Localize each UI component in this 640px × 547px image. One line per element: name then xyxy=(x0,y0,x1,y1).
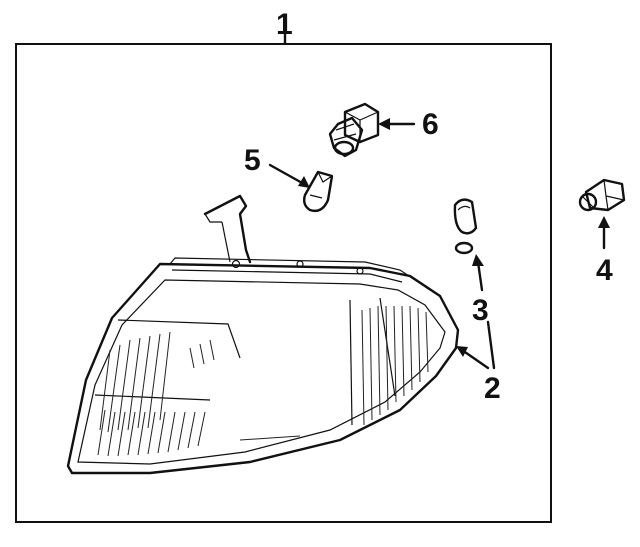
socket xyxy=(578,178,626,212)
assembly-box xyxy=(15,24,552,523)
callout-2: 2 xyxy=(484,372,501,405)
leader-2 xyxy=(460,320,496,370)
callout-5: 5 xyxy=(244,144,261,177)
gasket xyxy=(453,198,478,255)
lamp-housing xyxy=(66,194,460,475)
large-bulb xyxy=(328,102,380,158)
small-bulb xyxy=(302,170,334,213)
leader-5 xyxy=(268,163,306,186)
leader-3 xyxy=(476,260,484,292)
callout-3: 3 xyxy=(472,294,489,327)
callout-6: 6 xyxy=(422,108,439,141)
callout-4: 4 xyxy=(596,254,613,287)
callout-1: 1 xyxy=(276,8,293,41)
